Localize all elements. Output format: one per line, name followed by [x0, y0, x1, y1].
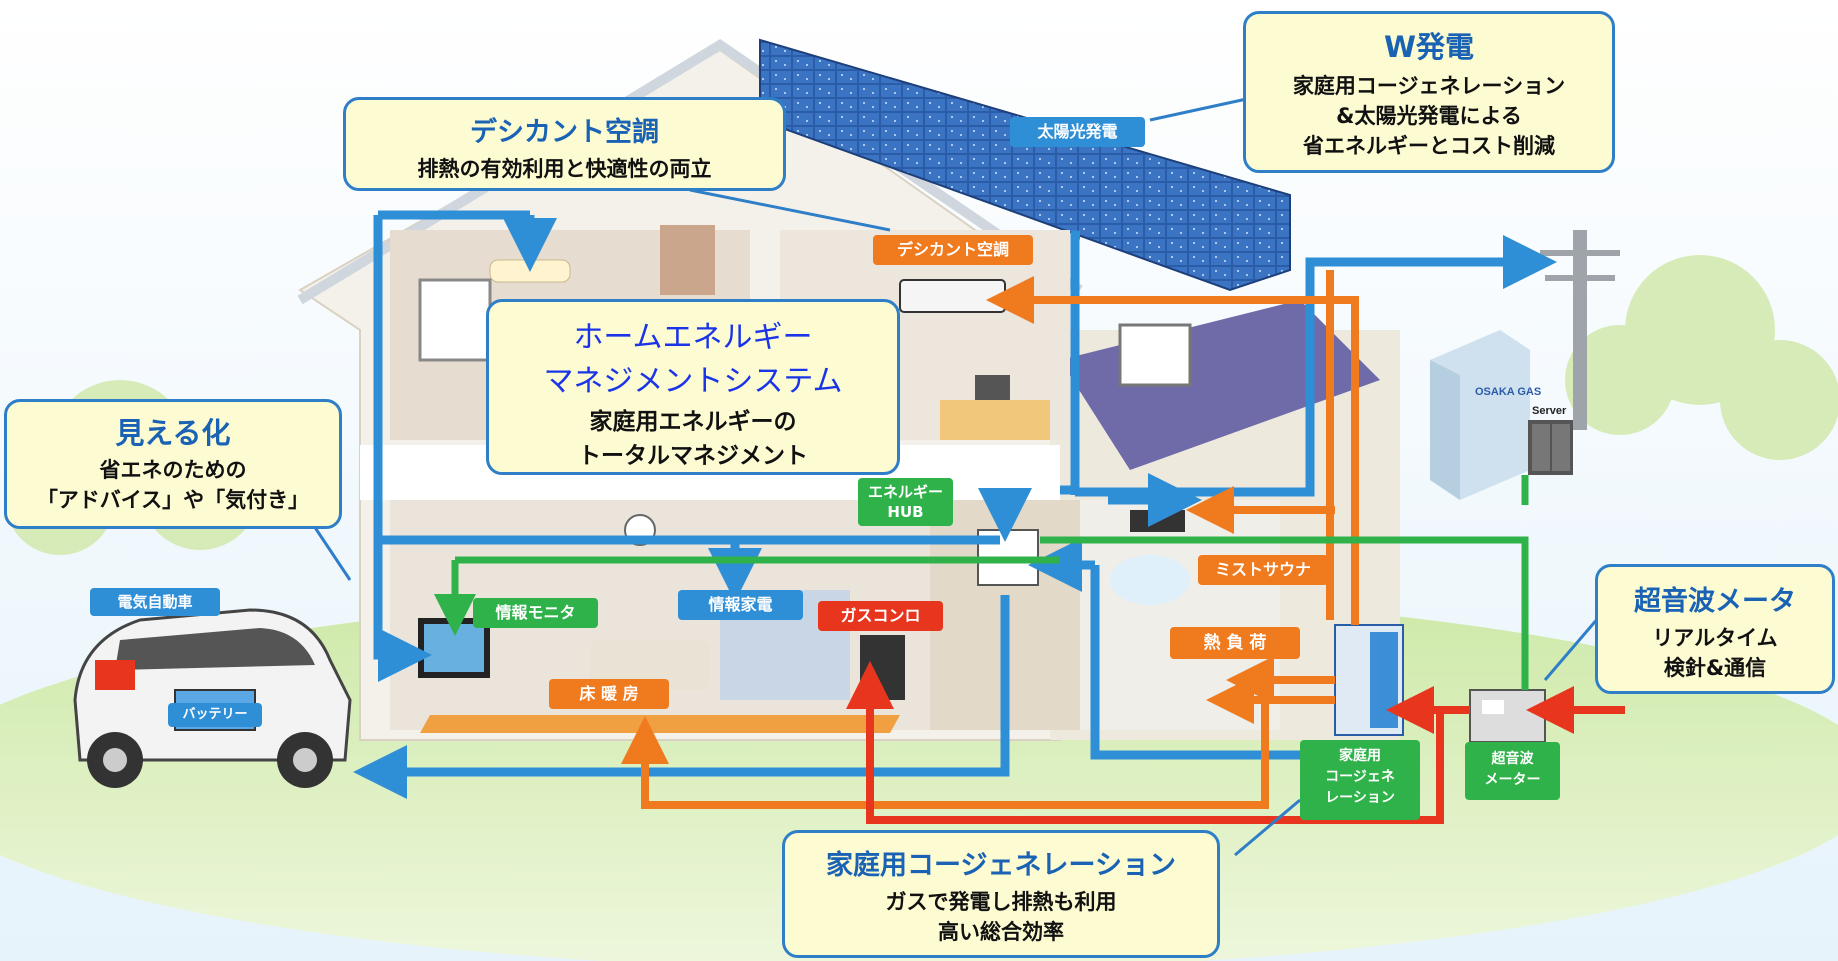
cogen-unit-label-2: コージェネ — [1325, 769, 1395, 785]
tag-energy-hub: エネルギー HUB — [858, 478, 953, 526]
desiccant-title: デシカント空調 — [470, 117, 659, 148]
heat-lines — [621, 270, 1359, 809]
w-power-line2: &太陽光発電による — [1336, 104, 1522, 128]
tag-meter: 超音波 メーター — [1465, 742, 1560, 800]
osaka-gas-building: OSAKA GAS — [1430, 330, 1541, 500]
w-power-line1: 家庭用コージェネレーション — [1292, 74, 1566, 98]
desiccant-line1: 排熱の有効利用と快適性の両立 — [417, 157, 712, 181]
desk — [940, 400, 1050, 440]
hems-line1: 家庭用エネルギーの — [589, 409, 797, 435]
callout-hems: ホームエネルギー マネジメントシステム 家庭用エネルギーの トータルマネジメント — [486, 299, 900, 475]
tag-desiccant-ac: デシカント空調 — [873, 235, 1033, 265]
window-upper — [418, 278, 492, 362]
electric-car — [73, 608, 352, 788]
meter-label-2: メーター — [1484, 772, 1541, 788]
cogen-unit-label-1: 家庭用 — [1339, 748, 1381, 764]
tag-electric-car: 電気自動車 — [90, 588, 220, 616]
callout-desiccant: デシカント空調 排熱の有効利用と快適性の両立 — [343, 97, 786, 191]
visualize-line2: 「アドバイス」や「気付き」 — [36, 488, 310, 512]
callout-ultrasonic: 超音波メータ リアルタイム 検針&通信 — [1595, 564, 1835, 694]
hems-line2: トータルマネジメント — [578, 443, 808, 469]
w-power-title: W発電 — [1384, 30, 1474, 64]
utility-pole — [1540, 230, 1620, 430]
ultrasonic-meter — [1469, 689, 1546, 743]
ultrasonic-line2: 検針&通信 — [1663, 656, 1767, 680]
visualize-line1: 省エネのための — [99, 458, 247, 482]
callout-cogen: 家庭用コージェネレーション ガスで発電し排熱も利用 高い総合効率 — [782, 830, 1220, 958]
cogen-line2: 高い総合効率 — [938, 920, 1064, 944]
ultrasonic-line1: リアルタイム — [1652, 626, 1778, 650]
meter-label-1: 超音波 — [1491, 751, 1534, 767]
tag-floor-heating: 床 暖 房 — [549, 679, 669, 709]
desiccant-ac-unit — [899, 279, 1006, 313]
tag-heat-load: 熱 負 荷 — [1170, 627, 1300, 659]
tag-solar: 太陽光発電 — [1010, 117, 1145, 147]
osaka-gas-label: OSAKA GAS — [1475, 386, 1541, 398]
visualize-title: 見える化 — [115, 416, 231, 450]
tag-info-monitor: 情報モニタ — [473, 598, 598, 628]
chandelier — [489, 259, 571, 283]
tag-mist-sauna: ミストサウナ — [1198, 555, 1328, 585]
floor-heating-slab — [420, 715, 900, 733]
tag-cogen-unit: 家庭用 コージェネ レーション — [1300, 740, 1420, 820]
gas-lines — [846, 661, 1625, 824]
data-lines — [434, 475, 1529, 690]
tree-right — [1565, 255, 1838, 460]
tag-battery: バッテリー — [168, 703, 262, 727]
server-label: Server — [1532, 405, 1567, 417]
tag-energy-hub-text: エネルギー HUB — [867, 483, 943, 521]
cogen-title: 家庭用コージェネレーション — [826, 850, 1176, 881]
w-power-line3: 省エネルギーとコスト削減 — [1303, 134, 1555, 158]
cogen-line1: ガスで発電し排熱も利用 — [885, 890, 1117, 914]
server: Server — [1528, 405, 1573, 475]
hems-title1: ホームエネルギー — [573, 320, 813, 355]
ultrasonic-title: 超音波メータ — [1634, 586, 1796, 617]
tag-gas-stove: ガスコンロ — [818, 601, 943, 631]
callout-w-power: W発電 家庭用コージェネレーション &太陽光発電による 省エネルギーとコスト削減 — [1243, 11, 1615, 173]
hems-title2: マネジメントシステム — [543, 364, 843, 399]
tag-info-appliance: 情報家電 — [678, 590, 803, 620]
cogen-unit-label-3: レーション — [1325, 790, 1395, 806]
callout-visualize: 見える化 省エネのための 「アドバイス」や「気付き」 — [4, 399, 342, 529]
